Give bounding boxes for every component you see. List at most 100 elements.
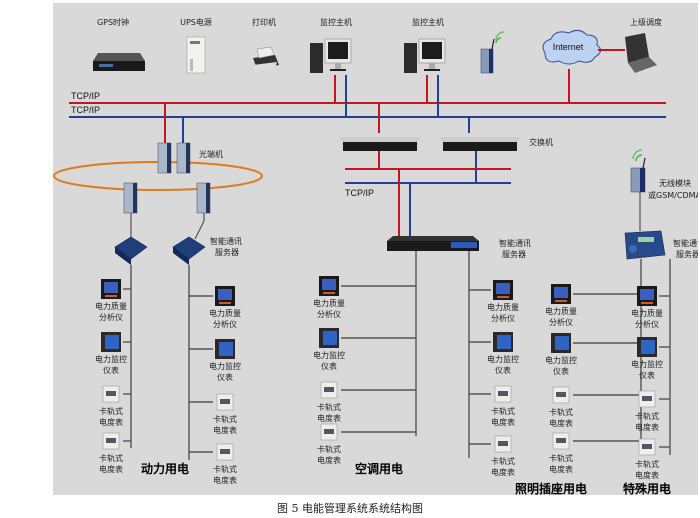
device-label-line1: 电力监控 (209, 361, 241, 371)
device-label-line2: 分析仪 (635, 319, 659, 329)
rail-meter-icon (552, 386, 570, 404)
device-label-line2: 电度表 (549, 418, 573, 428)
device-label-line2: 仪表 (321, 361, 337, 371)
device-label-line2: 仪表 (553, 366, 569, 376)
switch-label: 交换机 (529, 137, 553, 147)
device-label-line1: 卡轨式 (549, 407, 573, 417)
wireless-module-label-2: 或GSM/CDMA (648, 190, 698, 200)
group-label-ac: 空调用电 (355, 461, 403, 476)
cloud-icon: Internet (542, 29, 601, 65)
rail-meter-icon (102, 432, 120, 450)
rack-device-icon (93, 53, 145, 71)
power-monitor-icon (551, 333, 571, 353)
device-label-line1: 电力监控 (631, 359, 663, 369)
device-label-line1: 卡轨式 (99, 406, 123, 416)
device-label-line1: 电力质量 (313, 298, 345, 308)
rail-meter-icon (494, 435, 512, 453)
device-label-line1: 卡轨式 (213, 464, 237, 474)
device-label-line2: 电度表 (549, 464, 573, 474)
comm-server-label-1: 智能通讯 (210, 236, 242, 246)
device-label-line2: 分析仪 (491, 313, 515, 323)
device-label-line1: 电力监控 (313, 350, 345, 360)
comm-server-icon (624, 230, 666, 260)
figure-caption: 图 5 电能管理系统系统结构图 (277, 502, 423, 515)
laptop-icon (625, 33, 657, 73)
device-label-line2: 仪表 (217, 372, 233, 382)
device-label-line1: 卡轨式 (317, 444, 341, 454)
ups-icon (186, 36, 206, 74)
optical-transceiver-icon (123, 142, 211, 214)
rail-meter-icon (216, 393, 234, 411)
device-label-line1: 电力监控 (545, 355, 577, 365)
device-label-line2: 电度表 (99, 464, 123, 474)
device-label-line1: 电力监控 (487, 354, 519, 364)
device-label-line1: 卡轨式 (491, 456, 515, 466)
power-monitor-icon (637, 337, 657, 357)
power-monitor-icon (215, 339, 235, 359)
device-label-line2: 分析仪 (317, 309, 341, 319)
device-label-line2: 电度表 (99, 417, 123, 427)
tcp-ip-label-middle: TCP/IP (345, 188, 374, 198)
printer-label: 打印机 (252, 17, 276, 27)
power-monitor-icon (493, 332, 513, 352)
meters-layer: 电力质量分析仪电力监控仪表卡轨式电度表卡轨式电度表电力质量分析仪电力监控仪表卡轨… (95, 276, 670, 485)
power-quality-analyzer-icon (319, 276, 339, 296)
group-label-lighting: 照明插座用电 (515, 481, 587, 495)
power-monitor-icon (319, 328, 339, 348)
device-label-line1: 电力质量 (95, 301, 127, 311)
device-label-line1: 卡轨式 (213, 414, 237, 424)
device-label-line1: 卡轨式 (635, 459, 659, 469)
device-label-line1: 电力质量 (487, 302, 519, 312)
wireless-module-icon (630, 149, 646, 193)
rail-meter-icon (320, 423, 338, 441)
device-label-line2: 电度表 (317, 413, 341, 423)
device-label-line2: 电度表 (635, 470, 659, 480)
comm-server-label-1: 智能通讯 (499, 238, 531, 248)
device-label-line1: 电力监控 (95, 354, 127, 364)
wireless-module-label-1: 无线模块 (659, 178, 691, 188)
group-label-power: 动力用电 (141, 461, 189, 476)
device-label-line2: 仪表 (639, 370, 655, 380)
comm-server-icon (387, 236, 479, 251)
upper-dispatch-label: 上级调度 (630, 17, 662, 27)
printer-icon (253, 46, 279, 71)
device-label-line2: 电度表 (491, 467, 515, 477)
device-label-line2: 电度表 (317, 455, 341, 465)
rail-meter-icon (102, 385, 120, 403)
power-quality-analyzer-icon (215, 286, 235, 306)
comm-server-label-1: 智能通讯 (673, 238, 698, 248)
tcp-ip-label-blue: TCP/IP (71, 105, 100, 115)
rail-meter-icon (638, 438, 656, 456)
device-label-line1: 电力质量 (209, 308, 241, 318)
device-label-line1: 卡轨式 (491, 406, 515, 416)
device-label-line2: 仪表 (495, 365, 511, 375)
device-label-line2: 分析仪 (549, 317, 573, 327)
group-label-special: 特殊用电 (623, 481, 671, 495)
ups-label: UPS电源 (180, 17, 212, 27)
device-label-line1: 卡轨式 (317, 402, 341, 412)
system-diagram: GPS时钟 UPS电源 打印机 监控主机 监控主机 上级调度 (53, 17, 698, 495)
device-label-line1: 电力质量 (545, 306, 577, 316)
device-label-line2: 电度表 (491, 417, 515, 427)
device-label-line2: 电度表 (213, 425, 237, 435)
power-monitor-icon (101, 332, 121, 352)
